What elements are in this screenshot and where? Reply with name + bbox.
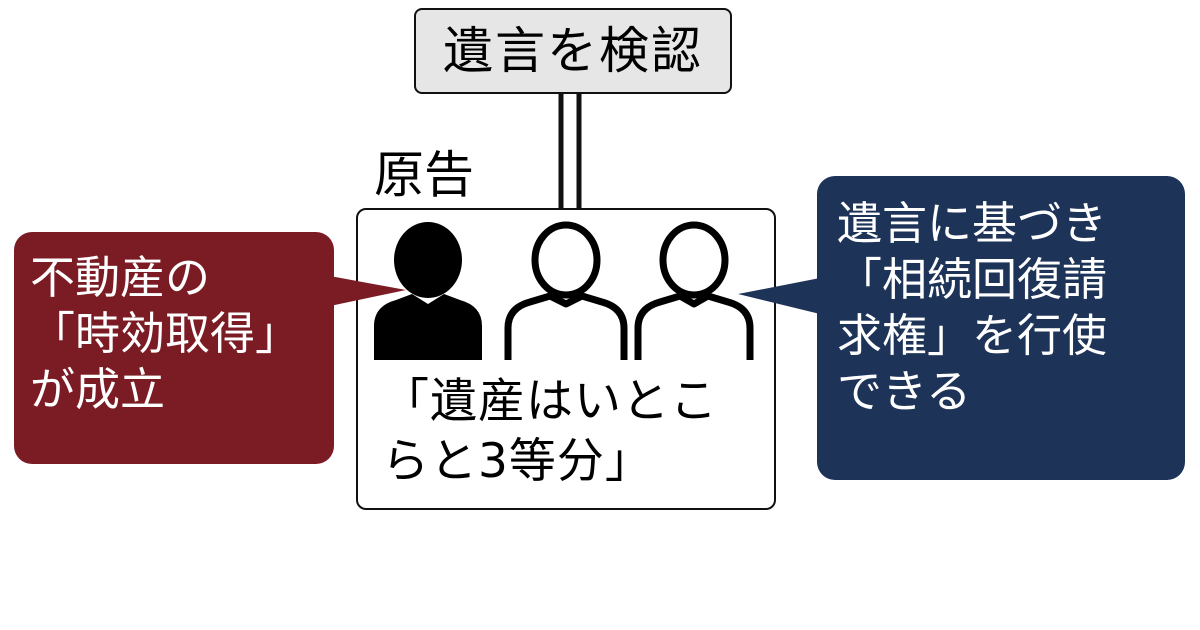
- adverse-possession-bubble: 不動産の 「時効取得」 が成立: [14, 232, 334, 464]
- left-bubble-tail: [330, 276, 406, 306]
- person-outline-icon: [634, 221, 754, 360]
- main-text-line: らと3等分」: [382, 434, 653, 489]
- right-bubble-line: 遺言に基づき: [837, 197, 1108, 250]
- connector-double-line: [558, 94, 582, 210]
- person-outline-icon: [504, 221, 628, 360]
- main-text-line: 「遺産はいとこ: [382, 374, 718, 429]
- inheritance-split-text: 「遺産はいとこ らと3等分」: [382, 372, 772, 492]
- right-bubble-tail: [738, 278, 820, 314]
- plaintiff-label: 原告: [374, 146, 474, 204]
- left-bubble-line: 「時効取得」: [30, 307, 301, 360]
- will-probate-box: 遺言を検認: [414, 8, 732, 94]
- will-probate-label: 遺言を検認: [443, 22, 703, 80]
- left-bubble-line: 不動産の: [30, 251, 211, 304]
- inheritance-recovery-bubble: 遺言に基づき 「相続回復請 求権」を行使 できる: [817, 176, 1185, 480]
- right-bubble-line: 求権」を行使: [837, 309, 1108, 362]
- left-bubble-line: が成立: [30, 363, 166, 416]
- right-bubble-line: できる: [837, 365, 972, 418]
- right-bubble-line: 「相続回復請: [837, 253, 1108, 306]
- person-filled-icon: [374, 222, 482, 360]
- plaintiffs-icons: [374, 221, 754, 360]
